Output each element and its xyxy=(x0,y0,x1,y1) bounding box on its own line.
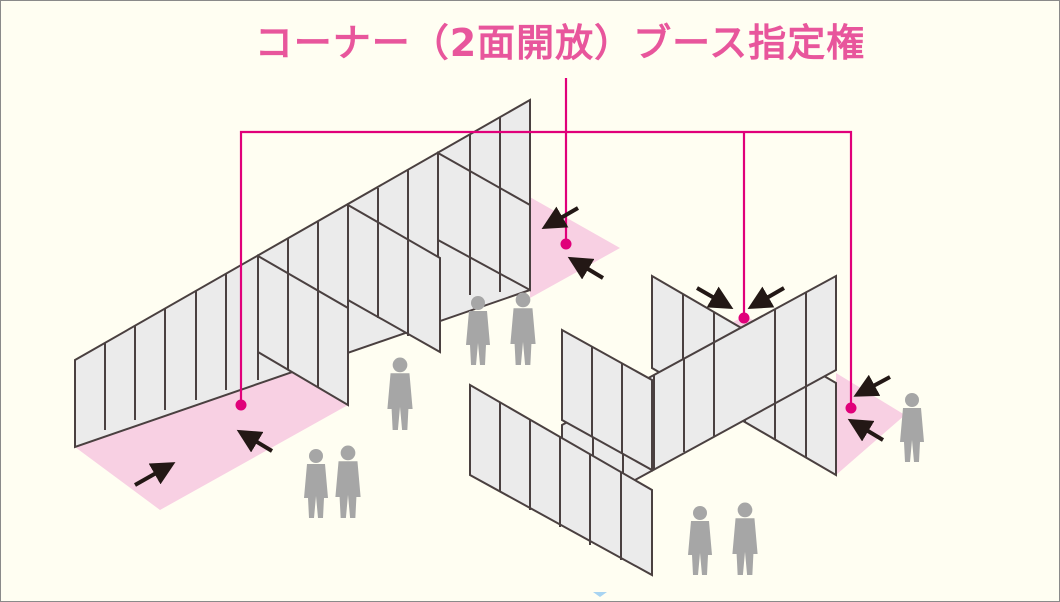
callout-dot-center xyxy=(560,238,572,250)
entry-arrows xyxy=(134,206,891,487)
person-icon xyxy=(732,502,758,575)
arrow-icon xyxy=(696,286,734,309)
callout-dot-left xyxy=(235,399,247,411)
person-icon xyxy=(688,506,712,575)
arrow-icon xyxy=(236,429,274,453)
arrow-icon xyxy=(134,462,176,487)
person-icon xyxy=(510,292,536,365)
callout-dot-cross xyxy=(738,312,750,324)
arrow-icon xyxy=(567,256,605,280)
down-caret-icon[interactable] xyxy=(593,592,607,597)
arrow-icon xyxy=(747,286,785,309)
diagram-title: コーナー（2面開放）ブース指定権 xyxy=(254,21,866,65)
person-icon xyxy=(900,393,924,462)
person-icon xyxy=(304,449,328,518)
person-icon xyxy=(335,445,361,518)
person-icon xyxy=(387,357,413,430)
arrow-icon xyxy=(853,374,891,397)
highlight-floor-left xyxy=(75,352,348,510)
partition-wall-front xyxy=(469,383,653,577)
arrow-icon xyxy=(541,206,579,229)
callout-dot-right xyxy=(845,402,857,414)
partition-wall-left-side xyxy=(257,254,349,407)
callout-dots xyxy=(235,238,857,414)
arrow-icon xyxy=(847,418,885,442)
partition-wall-center xyxy=(347,151,531,354)
partition-wall-front-center xyxy=(561,328,653,472)
